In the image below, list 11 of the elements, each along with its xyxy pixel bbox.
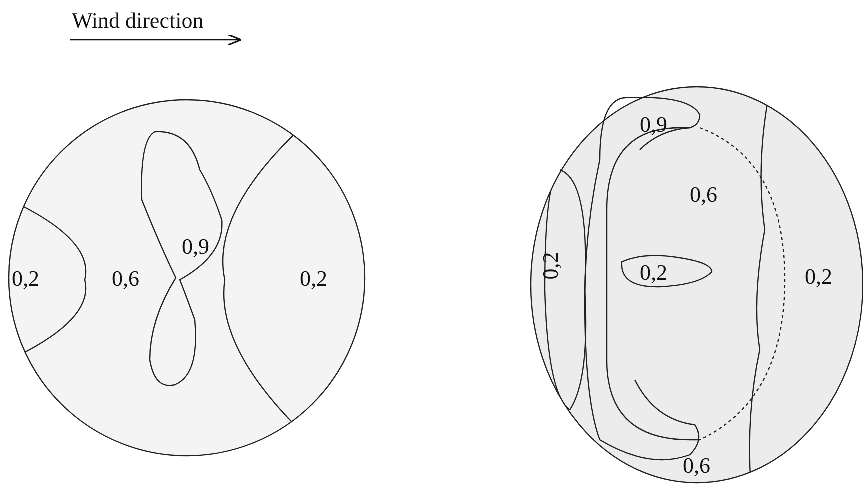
contour-value: 0,2 (300, 268, 328, 290)
contour-value: 0,6 (690, 184, 718, 206)
contour-value: 0,9 (640, 114, 668, 136)
arrow-label: Wind direction (72, 10, 204, 32)
contour-value: 0,2 (12, 268, 40, 290)
contour-value: 0,6 (683, 455, 710, 477)
contour-value: 0,9 (182, 236, 210, 258)
contour-value: 0,2 (540, 252, 562, 280)
contour-value: 0,6 (112, 268, 140, 290)
contour-value: 0,2 (640, 262, 668, 284)
contour-value: 0,2 (805, 266, 832, 288)
